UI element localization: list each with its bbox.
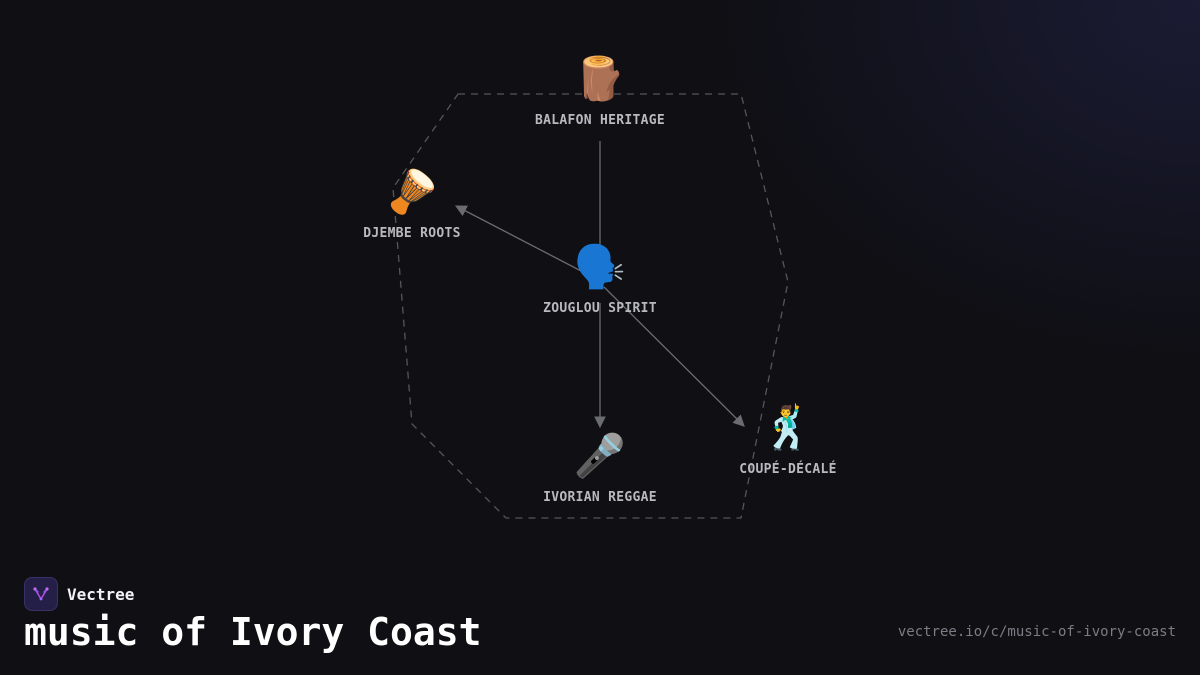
node-label: DJEMBE ROOTS (363, 226, 461, 241)
cluster-outline (392, 93, 789, 519)
speaking-head-icon: 🗣️ (573, 242, 627, 291)
edge-zouglou-coupe (603, 286, 745, 427)
node-label: BALAFON HERITAGE (534, 113, 666, 128)
drum-icon: 🪘 (385, 167, 439, 216)
microphone-icon: 🎤 (573, 431, 627, 480)
page-url[interactable]: vectree.io/c/music-of-ivory-coast (897, 624, 1176, 640)
node-djembe-roots[interactable]: 🪘 DJEMBE ROOTS (363, 166, 461, 241)
node-label: ZOUGLOU SPIRIT (543, 301, 657, 316)
brand[interactable]: Vectree (24, 577, 134, 611)
page-title: music of Ivory Coast (24, 610, 482, 654)
node-zouglou-spirit[interactable]: 🗣️ ZOUGLOU SPIRIT (543, 241, 657, 316)
node-label: COUPÉ-DÉCALÉ (739, 462, 837, 477)
node-ivorian-reggae[interactable]: 🎤 IVORIAN REGGAE (543, 430, 657, 505)
node-balafon-heritage[interactable]: 🪵 BALAFON HERITAGE (535, 53, 665, 128)
wood-log-icon: 🪵 (573, 54, 627, 103)
edge-zouglou-djembe (454, 205, 586, 274)
vectree-logo-icon (24, 577, 58, 611)
node-label: IVORIAN REGGAE (543, 490, 657, 505)
brand-name: Vectree (67, 584, 135, 604)
node-coupe-decale[interactable]: 🕺 COUPÉ-DÉCALÉ (739, 402, 837, 477)
dancer-icon: 🕺 (761, 403, 815, 452)
